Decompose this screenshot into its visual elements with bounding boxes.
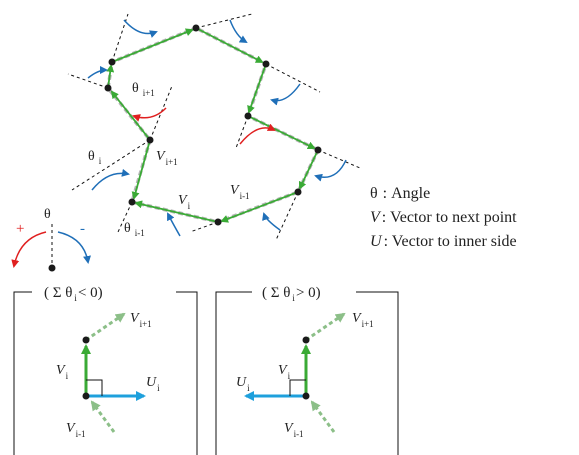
box-frame	[13, 291, 198, 455]
right-angle-mark	[289, 379, 306, 396]
angle-arc-blue	[270, 83, 301, 106]
legend: θ: Angle V: Vector to next point U: Vect…	[370, 185, 517, 250]
vertex-dot	[214, 218, 222, 226]
sign-key: θ + -	[11, 207, 91, 272]
polygon-vectors	[106, 26, 321, 224]
label-v-i-plus-1: Vi+1	[156, 149, 178, 167]
angle-arcs	[87, 19, 347, 237]
label-v-i-minus-1: Vi-1	[66, 421, 86, 439]
label-u-i: Ui	[146, 375, 160, 393]
label-v-i-minus-1: Vi-1	[230, 183, 250, 201]
label-v-i: Vi	[178, 193, 191, 211]
right-angle-mark	[86, 379, 103, 396]
sign-key-pivot-dot	[48, 264, 56, 272]
vertex-dot	[314, 146, 322, 154]
polygon-vertices	[104, 24, 322, 226]
point-dot	[302, 392, 310, 400]
label-v-i: Vi	[56, 363, 69, 381]
vertex-dot	[104, 84, 112, 92]
extension-line	[189, 221, 219, 233]
sign-key-minus-arc	[57, 231, 91, 264]
extension-line	[195, 13, 253, 29]
label-v-i-plus-1: Vi+1	[130, 311, 152, 329]
extension-line	[275, 191, 299, 241]
vector-edge	[220, 191, 299, 223]
extension-line	[317, 149, 361, 169]
vector-v-i-minus-1	[134, 200, 219, 223]
sign-key-theta: θ	[44, 207, 51, 222]
angle-arc-blue	[123, 19, 158, 38]
sign-key-plus-arc	[11, 231, 47, 268]
label-v-i-minus-1: Vi-1	[284, 421, 304, 439]
vector-edge	[247, 63, 267, 114]
angle-arc-red	[239, 123, 276, 145]
vector-edge	[111, 28, 194, 63]
polygon-outline-shadow	[106, 26, 321, 224]
angle-arc-blue	[262, 212, 281, 231]
point-dot	[82, 392, 90, 400]
vector-v-i-plus-1-faded	[85, 312, 126, 342]
angle-arc-blue	[87, 66, 108, 79]
legend-unit: U: Vector to inner side	[370, 233, 517, 250]
vector-v-i-minus-1-faded	[310, 400, 336, 433]
vertex-dot	[294, 188, 302, 196]
extension-line	[149, 85, 173, 141]
label-v-i-plus-1: Vi+1	[352, 311, 374, 329]
vertex-dot	[192, 24, 200, 32]
vertex-dot	[262, 60, 270, 68]
angle-arc-red	[132, 107, 167, 122]
vector-v-i-plus-1-faded	[305, 312, 346, 342]
vertex-dot	[244, 112, 252, 120]
sign-key-minus: -	[80, 221, 85, 237]
vector-edge	[195, 27, 264, 63]
extension-line	[67, 73, 109, 89]
vector-edge	[247, 115, 316, 149]
angle-arc-blue	[229, 19, 248, 44]
label-u-i: Ui	[236, 375, 250, 393]
vertex-dot	[146, 136, 154, 144]
vector-v-i-plus-1	[110, 90, 151, 141]
legend-angle: θ: Angle	[370, 185, 430, 202]
extension-line	[235, 115, 249, 149]
point-dot	[82, 336, 90, 344]
angle-arc-blue	[167, 212, 181, 237]
extension-lines	[67, 13, 361, 241]
vector-edge	[106, 64, 115, 89]
vector-edge	[298, 149, 319, 190]
vertex-dot	[128, 198, 136, 206]
vector-v-i	[131, 139, 151, 200]
legend-vector: V: Vector to next point	[370, 209, 517, 226]
angle-arc-blue	[314, 159, 347, 182]
vertex-dot	[108, 58, 116, 66]
sign-key-plus: +	[16, 221, 24, 237]
box-frame	[215, 291, 399, 455]
label-v-i: Vi	[278, 363, 291, 381]
extension-line	[265, 63, 321, 93]
vector-v-i-minus-1-faded	[90, 400, 116, 433]
point-dot	[302, 336, 310, 344]
angle-arc-blue	[91, 168, 130, 191]
